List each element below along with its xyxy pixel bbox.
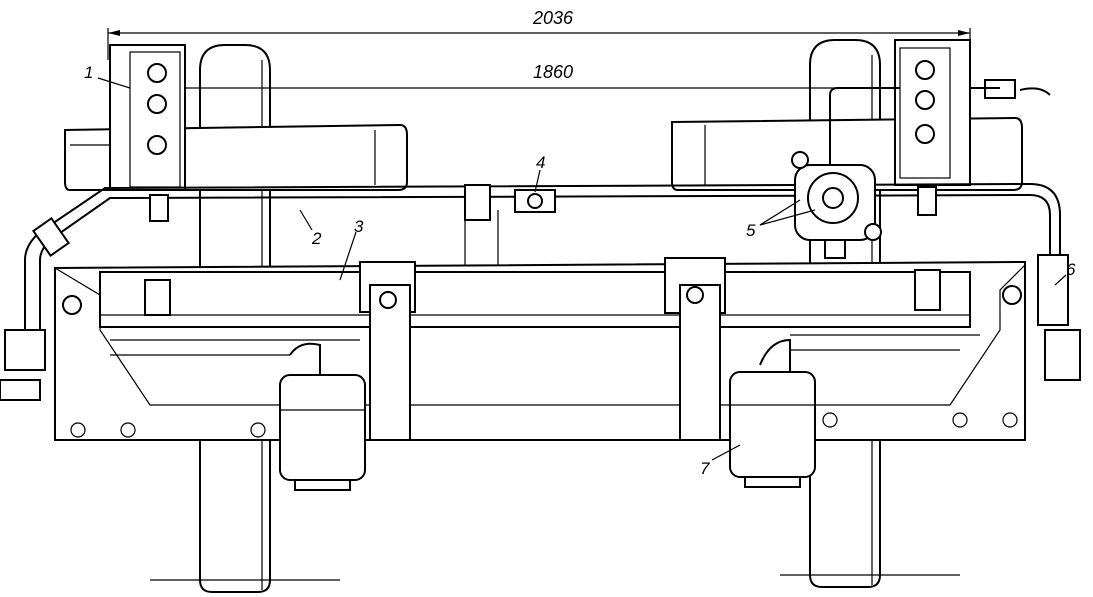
right-brake-cylinder: [729, 338, 816, 488]
left-end-hose: [0, 329, 46, 401]
left-brake-cylinder: [279, 342, 366, 491]
isolating-cock: [514, 189, 556, 213]
callout-2: 2: [311, 229, 322, 248]
callout-6: 6: [1066, 260, 1076, 279]
brake-pipe: [24, 182, 1061, 330]
dimension-label-overall: 2036: [532, 8, 574, 28]
leader-lines: [97, 77, 1067, 461]
right-bracket: [829, 39, 1051, 186]
callout-1: 1: [84, 63, 93, 82]
air-valve: [791, 151, 882, 259]
right-end-hose-6: [1037, 254, 1081, 381]
dimension-1860: [165, 85, 920, 91]
left-bracket: [109, 44, 186, 191]
callout-4: 4: [536, 153, 545, 172]
frame: [54, 257, 1026, 441]
callout-7: 7: [700, 459, 710, 478]
callout-3: 3: [354, 217, 364, 236]
callout-5: 5: [746, 221, 756, 240]
dimension-label-inner: 1860: [533, 62, 573, 82]
